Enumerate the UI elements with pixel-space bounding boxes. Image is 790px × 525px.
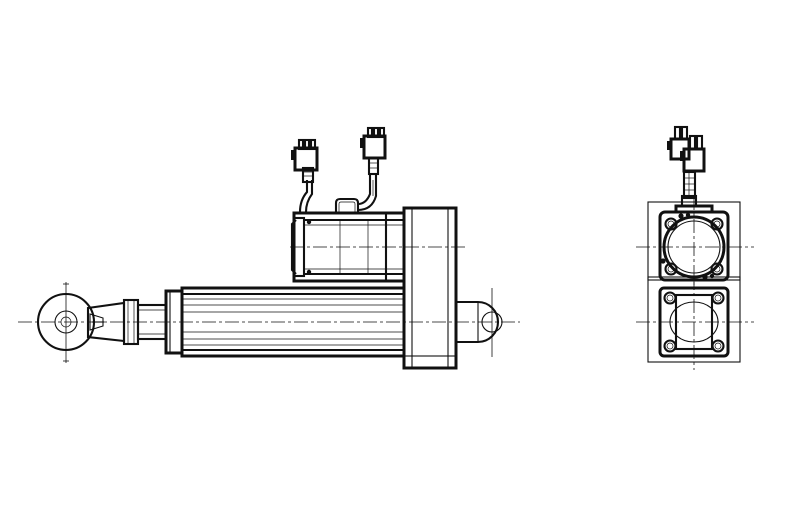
plug-latch — [360, 138, 364, 148]
lower-bolt-hole — [663, 291, 677, 305]
plug-latch — [291, 150, 295, 160]
lower-bolt-hole — [711, 339, 725, 353]
encoder-cable — [357, 174, 378, 212]
encoder-cable-edge — [357, 174, 372, 206]
cylinder-profile-rect — [674, 293, 714, 351]
lower-mount-square — [658, 286, 730, 358]
bearing-swage-detail — [89, 313, 104, 331]
lower-bolt-hole-inner — [666, 342, 674, 350]
motor-boss — [306, 219, 312, 225]
lower-bolt-hole-inner — [714, 294, 722, 302]
power-strain-relief — [301, 166, 315, 184]
flange-bolt-hole — [710, 217, 724, 231]
junction-box-inner — [338, 201, 356, 213]
plug-pin — [303, 138, 311, 151]
motor-connector-encoder — [357, 126, 387, 212]
flange-bolt-hole-inner — [667, 220, 675, 228]
junction-box-body — [334, 197, 360, 215]
power-cable-edge — [304, 180, 314, 213]
bearing-inner-race — [60, 316, 72, 328]
lower-bolt-hole — [663, 339, 677, 353]
end-view-connector-left — [667, 125, 691, 161]
lower-bolt-hole — [711, 291, 725, 305]
flange-boss — [660, 258, 666, 264]
flange-bolt-hole-inner — [713, 220, 721, 228]
motor-junction-box — [334, 197, 360, 215]
motor-rear-cap-edge — [290, 219, 297, 275]
lower-mount-frame — [658, 286, 730, 358]
motor-flange-circle-inner — [667, 220, 721, 274]
flange-bolt-hole — [710, 262, 724, 276]
plug-pin — [372, 126, 380, 139]
rear-pin-eye — [454, 288, 503, 357]
flange-boss — [702, 274, 708, 280]
plug-pin — [309, 138, 317, 151]
side-view — [18, 126, 520, 370]
bearing-bore — [54, 310, 78, 334]
lower-bolt-hole-inner — [666, 294, 674, 302]
plug-pin — [673, 125, 682, 141]
flange-bolt-hole — [664, 217, 678, 231]
flange-boss — [678, 213, 684, 219]
power-cable — [298, 180, 309, 213]
motor-front-flange — [384, 211, 406, 283]
motor-rear-cap — [292, 216, 306, 278]
plug-pin — [680, 125, 689, 141]
end-view — [636, 125, 754, 370]
end-view-cable-assembly — [667, 125, 714, 212]
motor-connector-power — [291, 138, 319, 213]
motor-boss — [306, 269, 312, 275]
flange-bolt-hole-inner — [713, 265, 721, 273]
plug-pin — [366, 126, 374, 139]
plug-pin — [297, 138, 305, 151]
gearbox-foot — [403, 355, 457, 369]
flange-boss — [709, 273, 715, 279]
flange-boss — [685, 212, 691, 218]
plug-latch — [667, 141, 671, 150]
flange-bolt-hole — [664, 262, 678, 276]
motor-flange-frame — [658, 210, 730, 282]
pin-eye-body — [454, 300, 499, 344]
motor-flange-square — [658, 210, 730, 282]
motor-flange-circle-outer — [662, 215, 726, 279]
flange-bolt-hole-inner — [667, 265, 675, 273]
plug-pin — [695, 134, 704, 151]
cylinder-profile-oval — [669, 301, 719, 343]
gearbox-housing — [402, 206, 458, 370]
plug-pin — [378, 126, 386, 139]
lower-bolt-hole-inner — [714, 342, 722, 350]
plug-latch — [680, 151, 684, 161]
cylinder-barrel — [180, 286, 406, 358]
pin-eye-bore — [481, 311, 503, 333]
